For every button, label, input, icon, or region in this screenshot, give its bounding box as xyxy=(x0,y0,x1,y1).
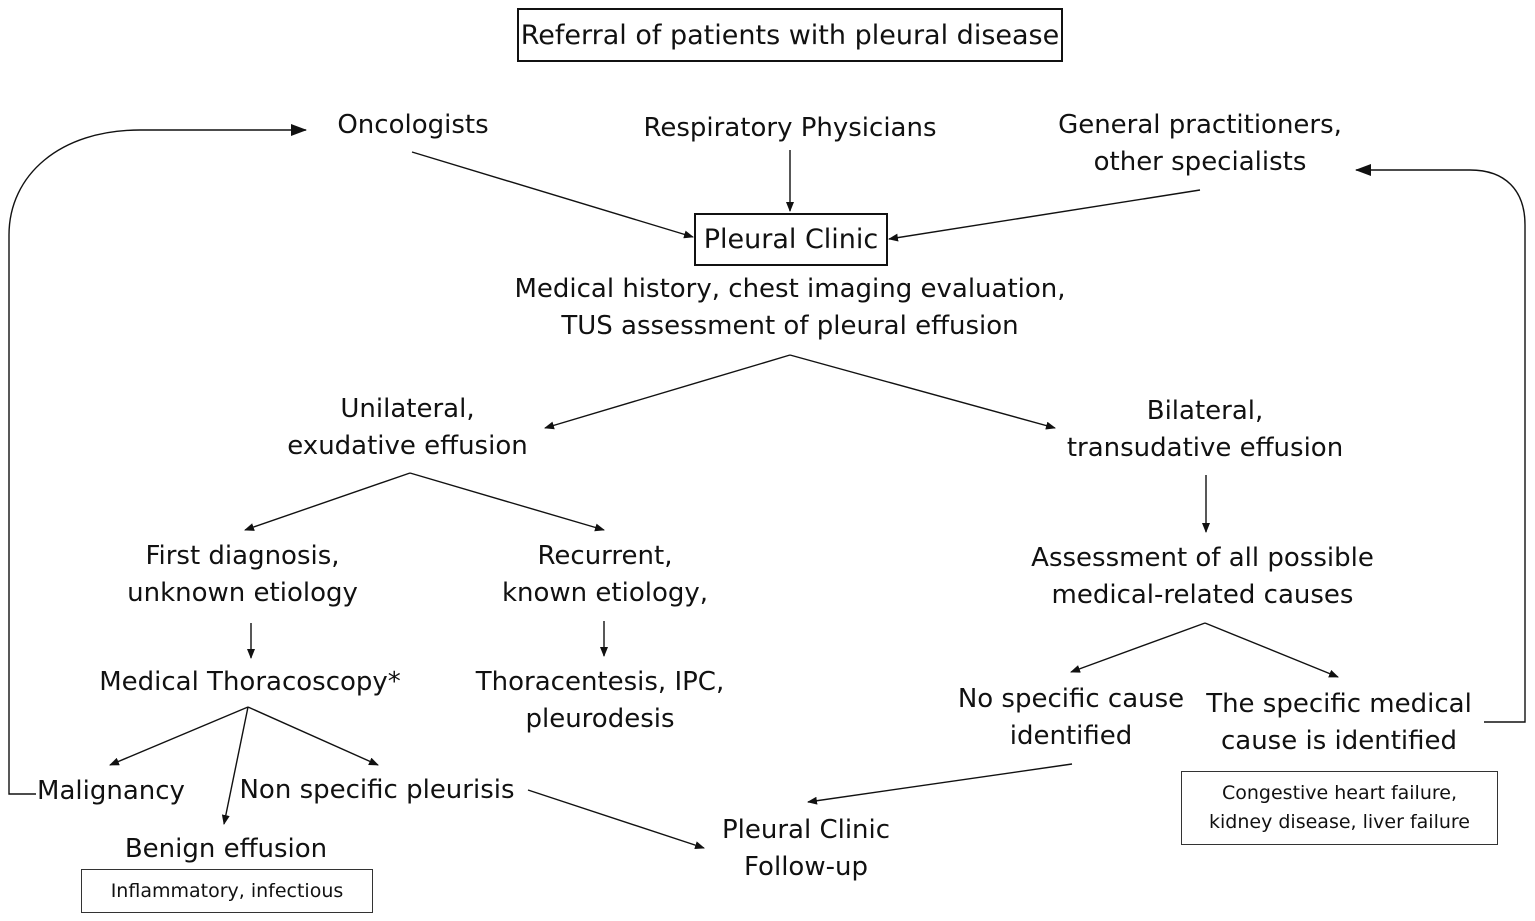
loop-malignancy-to-oncologists xyxy=(8,124,307,795)
arrow-gp-to-clinic xyxy=(888,189,1201,242)
arrow-to-pleurisis xyxy=(247,706,379,766)
node-bilateral: Bilateral, transudative effusion xyxy=(1066,396,1344,463)
node-initial-assessment: Medical history, chest imaging evaluatio… xyxy=(514,274,1066,341)
arrow-to-malignancy xyxy=(109,706,249,766)
arrow-to-no-specific xyxy=(1070,622,1206,673)
node-benign-effusion: Benign effusion xyxy=(124,834,328,864)
arrow-to-specific xyxy=(1204,622,1339,678)
node-respiratory-physicians: Respiratory Physicians xyxy=(643,113,937,143)
node-thoracentesis: Thoracentesis, IPC, pleurodesis xyxy=(475,667,725,734)
arrow-to-benign xyxy=(221,706,249,825)
node-assessment-causes: Assessment of all possible medical-relat… xyxy=(1031,543,1374,610)
title-box: Referral of patients with pleural diseas… xyxy=(517,8,1063,62)
note-specific-examples: Congestive heart failure, kidney disease… xyxy=(1181,771,1498,845)
arrow-to-first-diagnosis xyxy=(244,472,411,531)
node-oncologists: Oncologists xyxy=(337,110,489,140)
arrow-to-recurrent xyxy=(409,472,605,532)
title-text: Referral of patients with pleural diseas… xyxy=(520,19,1060,51)
arrow-pleurisis-to-follow-up xyxy=(527,789,705,849)
node-malignancy: Malignancy xyxy=(37,776,185,806)
arrow-oncologists-to-clinic xyxy=(411,151,694,239)
node-follow-up: Pleural Clinic Follow-up xyxy=(721,815,891,882)
loop-specific-to-gp xyxy=(1355,164,1526,723)
arrow-to-bilateral xyxy=(789,354,1056,430)
node-general-practitioners: General practitioners, other specialists xyxy=(1058,110,1342,177)
node-medical-thoracoscopy: Medical Thoracoscopy* xyxy=(99,667,401,697)
node-recurrent: Recurrent, known etiology, xyxy=(501,541,709,608)
node-specific-cause: The specific medical cause is identified xyxy=(1206,689,1472,756)
arrow-no-specific-to-follow-up xyxy=(807,763,1073,805)
node-unilateral: Unilateral, exudative effusion xyxy=(287,394,528,461)
note-benign-examples: Inflammatory, infectious xyxy=(81,869,373,913)
node-pleural-clinic: Pleural Clinic xyxy=(694,213,888,266)
node-no-specific-cause: No specific cause identified xyxy=(957,684,1185,751)
node-first-diagnosis: First diagnosis, unknown etiology xyxy=(127,541,358,608)
arrow-to-unilateral xyxy=(544,354,791,430)
node-non-specific-pleurisis: Non specific pleurisis xyxy=(239,775,515,805)
